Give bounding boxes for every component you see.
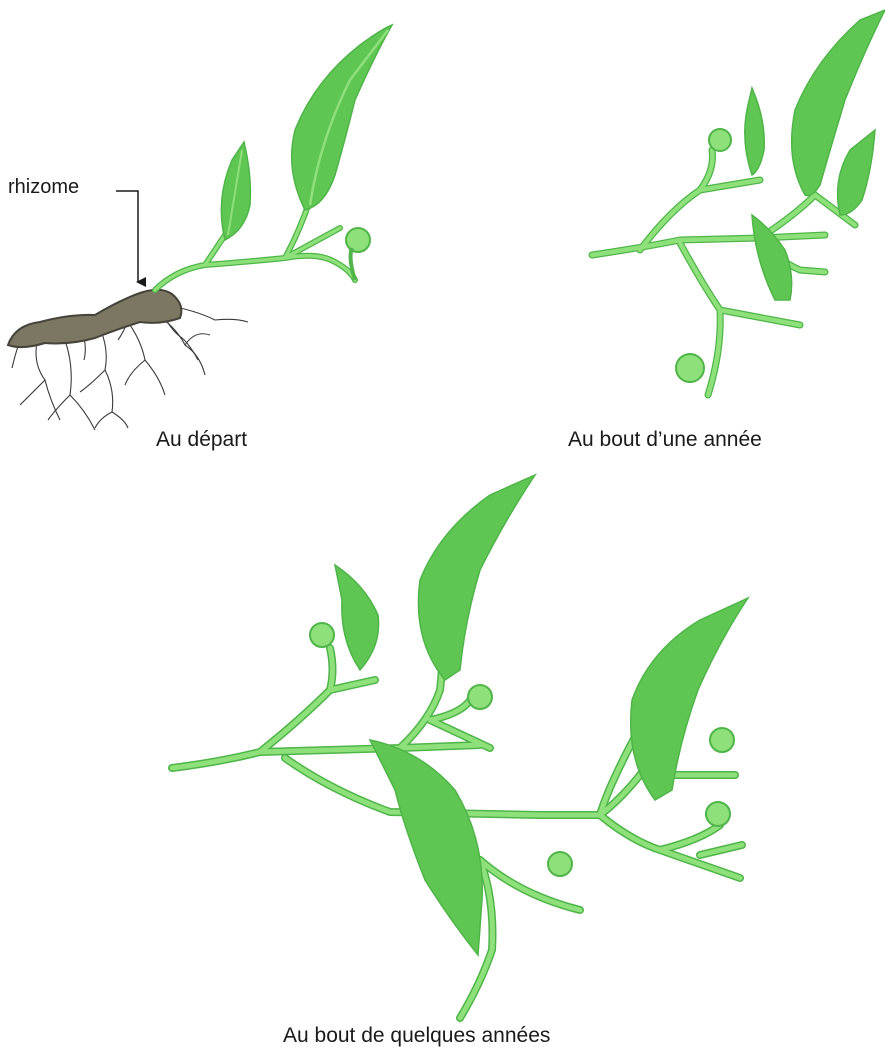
frond-small [221,142,250,240]
frond-small [745,88,764,175]
caption-several-years: Au bout de quelques années [283,1024,550,1048]
frond-large [370,740,482,955]
frond-small [335,565,379,670]
panel-start [8,25,392,430]
rhizome-arrow [116,191,138,282]
frond-large [418,475,535,680]
fiddlehead [310,623,334,647]
fiddlehead [468,685,492,709]
caption-one-year: Au bout d’une année [568,428,762,452]
frond-large [631,598,748,800]
fiddlehead [709,129,731,151]
caption-start: Au départ [156,428,247,452]
panel-several-years [172,475,748,1018]
panel-one-year [592,10,885,395]
rhizome-label: rhizome [8,176,79,199]
fiddlehead [548,852,572,876]
frond-large [792,10,885,196]
frond-medium [838,130,875,215]
fiddlehead [706,802,730,826]
frond-large [292,25,392,210]
fiddlehead [676,354,704,382]
fiddlehead [710,728,734,752]
rhizome [8,290,181,347]
